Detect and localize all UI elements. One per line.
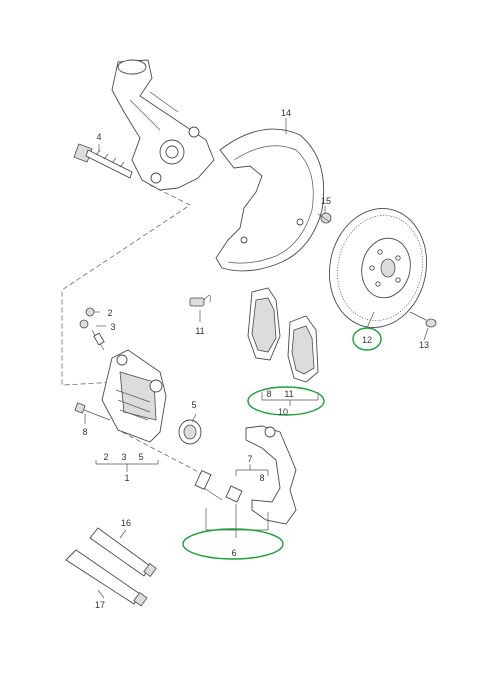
caliper-carrier xyxy=(245,425,297,525)
part-labels: 4 14 15 12 13 2 3 11 5 8 2 3 5 1 7 8 8 1… xyxy=(82,108,429,610)
label-group-10-item-2[interactable]: 11 xyxy=(284,389,293,399)
bolt-4 xyxy=(73,143,133,179)
brake-pads xyxy=(247,287,319,383)
grease-tube-17 xyxy=(65,549,148,607)
label-15[interactable]: 15 xyxy=(321,196,331,206)
label-group-1-item-3[interactable]: 5 xyxy=(138,452,143,462)
label-13[interactable]: 13 xyxy=(419,340,429,350)
label-12[interactable]: 12 xyxy=(362,335,372,345)
splash-shield xyxy=(215,128,325,272)
label-5[interactable]: 5 xyxy=(191,400,196,410)
label-3[interactable]: 3 xyxy=(110,322,115,332)
label-16[interactable]: 16 xyxy=(121,518,131,528)
label-8[interactable]: 8 xyxy=(82,427,87,437)
bolt-8 xyxy=(74,402,111,421)
highlight-ring-10[interactable] xyxy=(247,386,325,416)
brake-disc xyxy=(328,208,428,328)
label-group-7-item-1[interactable]: 7 xyxy=(247,454,252,464)
bleeder-valve xyxy=(79,307,105,351)
highlights xyxy=(182,327,382,560)
highlight-ring-6[interactable] xyxy=(182,528,284,560)
highlight-ring-12[interactable] xyxy=(352,327,382,351)
label-14[interactable]: 14 xyxy=(281,108,291,118)
label-group-1-item-2[interactable]: 3 xyxy=(121,452,126,462)
caliper-housing xyxy=(101,349,167,443)
label-1[interactable]: 1 xyxy=(124,473,129,483)
piston-seal xyxy=(178,419,202,445)
leader-lines xyxy=(84,118,429,599)
label-group-1-item-1[interactable]: 2 xyxy=(103,452,108,462)
label-group-10-item-1[interactable]: 8 xyxy=(266,389,271,399)
label-17[interactable]: 17 xyxy=(95,600,105,610)
grease-tube-16 xyxy=(89,527,157,577)
label-11[interactable]: 11 xyxy=(195,326,204,336)
label-4[interactable]: 4 xyxy=(96,132,101,142)
wear-sensor xyxy=(189,295,211,307)
label-10[interactable]: 10 xyxy=(278,407,288,417)
label-group-7-item-2[interactable]: 8 xyxy=(259,473,264,483)
screw-13 xyxy=(409,311,437,328)
label-2[interactable]: 2 xyxy=(107,308,112,318)
steering-knuckle xyxy=(111,59,215,191)
label-6[interactable]: 6 xyxy=(231,548,236,558)
guide-pins xyxy=(194,470,243,503)
bolt-15 xyxy=(317,212,332,224)
